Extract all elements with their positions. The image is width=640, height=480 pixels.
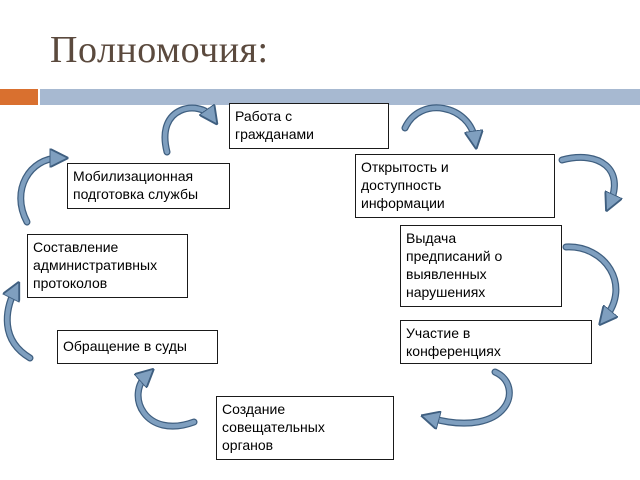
- accent-bar-orange: [0, 89, 38, 105]
- cycle-arrow-8: [17, 154, 63, 226]
- box-mobilization: Мобилизационная подготовка службы: [67, 163, 230, 209]
- slide-title: Полномочия:: [50, 29, 269, 71]
- box-openness: Открытость и доступность информации: [355, 154, 555, 218]
- box-conferences: Участие в конференциях: [400, 320, 592, 364]
- box-protocols: Составление административных протоколов: [27, 234, 188, 298]
- box-citizens: Работа с гражданами: [229, 103, 389, 149]
- box-advisory-bodies: Создание совещательных органов: [216, 396, 394, 460]
- accent-bar-blue: [40, 89, 640, 105]
- box-courts: Обращение в суды: [57, 330, 218, 364]
- box-orders: Выдача предписаний о выявленных нарушени…: [400, 225, 562, 307]
- cycle-arrow-4: [562, 243, 620, 322]
